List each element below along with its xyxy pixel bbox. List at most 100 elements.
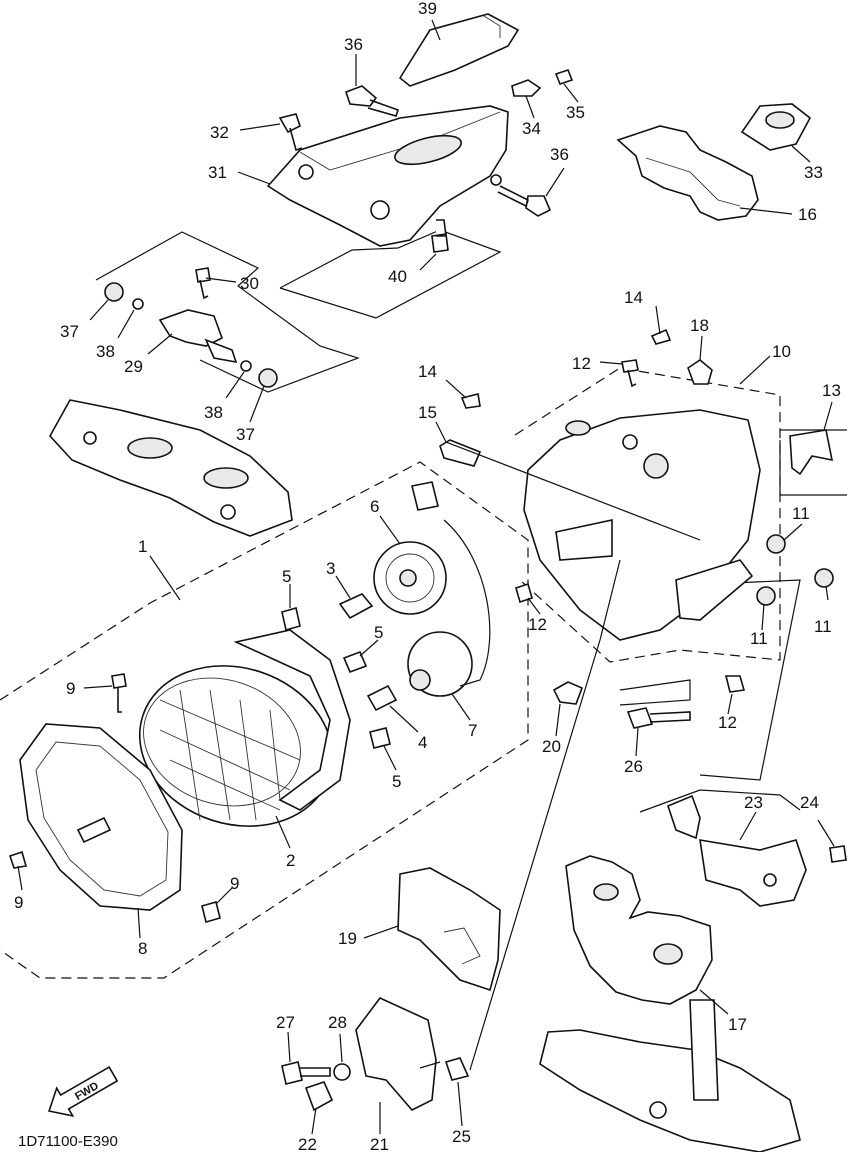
leader-35 [563,83,579,103]
part-21-stay [355,997,437,1111]
part-11-grommet-c [756,586,776,606]
callout-15: 15 [418,403,437,422]
part-19-cover [397,867,501,992]
callouts: 39 36 35 34 32 31 36 33 16 40 30 37 38 2… [14,0,841,1152]
part-15-cap [439,439,482,467]
callout-37-b: 37 [236,425,255,444]
part-38-collar-a [132,298,144,310]
stay-frame [619,679,691,706]
leader-4 [389,705,419,733]
part-38-collar-b [240,360,252,372]
callout-28: 28 [328,1013,347,1032]
callout-31: 31 [208,163,227,182]
callout-38-b: 38 [204,403,223,422]
part-31-hole-right [490,174,502,186]
part-8-tab [76,816,112,844]
part-2-lens-inner [143,677,301,807]
upper-bracket [49,399,293,537]
leader-12a [599,361,623,365]
leader-long-b [419,1061,441,1069]
part-36-bolt-top [344,85,400,117]
callout-36-top: 36 [344,35,363,54]
callout-10: 10 [772,342,791,361]
lower-bracket-tube [689,999,719,1101]
leader-2 [275,815,291,849]
part-23-spring [667,794,701,840]
leader-20 [555,703,561,737]
leader-37a [89,299,109,321]
upper-bracket-bore-a [127,437,173,459]
leader-9a [83,685,113,689]
leader-8 [137,907,141,939]
fwd-arrow: FWD [48,1065,119,1117]
leader-28 [339,1033,343,1063]
callout-36-right: 36 [550,145,569,164]
part-6-socket-inner [399,569,417,587]
part-31-ridge [299,111,501,171]
leader-32 [239,123,281,131]
part-23-bracket [699,839,807,907]
leader-19 [363,925,399,939]
part-9-screw-right [201,901,221,923]
leader-39 [431,19,441,41]
leader-9b [17,865,23,891]
callout-14-b: 14 [418,362,437,381]
part-2-body [233,629,351,811]
part-10-boss-b [622,434,638,450]
part-10-stay-right [675,559,754,621]
part-14-label-b [460,393,481,409]
part-27-bolt [281,1061,331,1085]
leader-25 [457,1081,463,1127]
part-10-stay [555,519,613,561]
upper-bracket-bore-b [203,467,249,489]
callout-20: 20 [542,737,561,756]
right-frame [699,579,801,781]
part-12-screw-top [621,359,639,388]
callout-17: 17 [728,1015,747,1034]
part-9-screw-top [111,673,127,713]
part-24-screw [829,845,847,863]
part-12-screw-right [724,675,746,693]
lower-bracket-hole [649,1101,667,1119]
fwd-arrow-shape [48,1065,119,1117]
leader-26 [635,727,639,757]
part-29-arm [204,338,238,364]
part-37-grommet-a [104,282,124,302]
callout-16: 16 [798,205,817,224]
lower-bracket [539,1029,801,1152]
callout-5-a: 5 [282,567,291,586]
part-23-hole [763,873,777,887]
part-9-screw-left [8,850,28,869]
leader-34 [525,95,535,119]
part-3-bulb [338,593,374,620]
part-20-clip [552,681,584,705]
leader-36b [545,167,565,197]
part-10-housing [523,409,761,641]
callout-38-a: 38 [96,342,115,361]
part-28-washer [333,1063,351,1081]
leader-15 [435,421,701,541]
part-31-hole-left [298,164,314,180]
part-4-bulb [366,684,398,712]
part-8-rim [19,723,183,911]
leader-18 [699,335,703,361]
callout-19: 19 [338,929,357,948]
callout-9-a: 9 [66,679,75,698]
part-12-screw-left [515,582,533,604]
leader-23 [739,811,757,841]
callout-30: 30 [240,274,259,293]
callout-29: 29 [124,357,143,376]
upper-bracket-hole-b [220,504,236,520]
callout-11-a: 11 [792,504,810,523]
part-11-grommet-b [814,568,834,588]
callout-34: 34 [522,119,541,138]
leader-7 [451,693,471,721]
leader-40 [419,253,437,271]
part-5-socket-a [281,606,301,632]
callout-13: 13 [822,381,841,400]
part-7-wire [443,519,491,687]
leader-9c [215,887,233,905]
fwd-label: FWD [73,1080,101,1103]
leader-37b [249,385,265,423]
